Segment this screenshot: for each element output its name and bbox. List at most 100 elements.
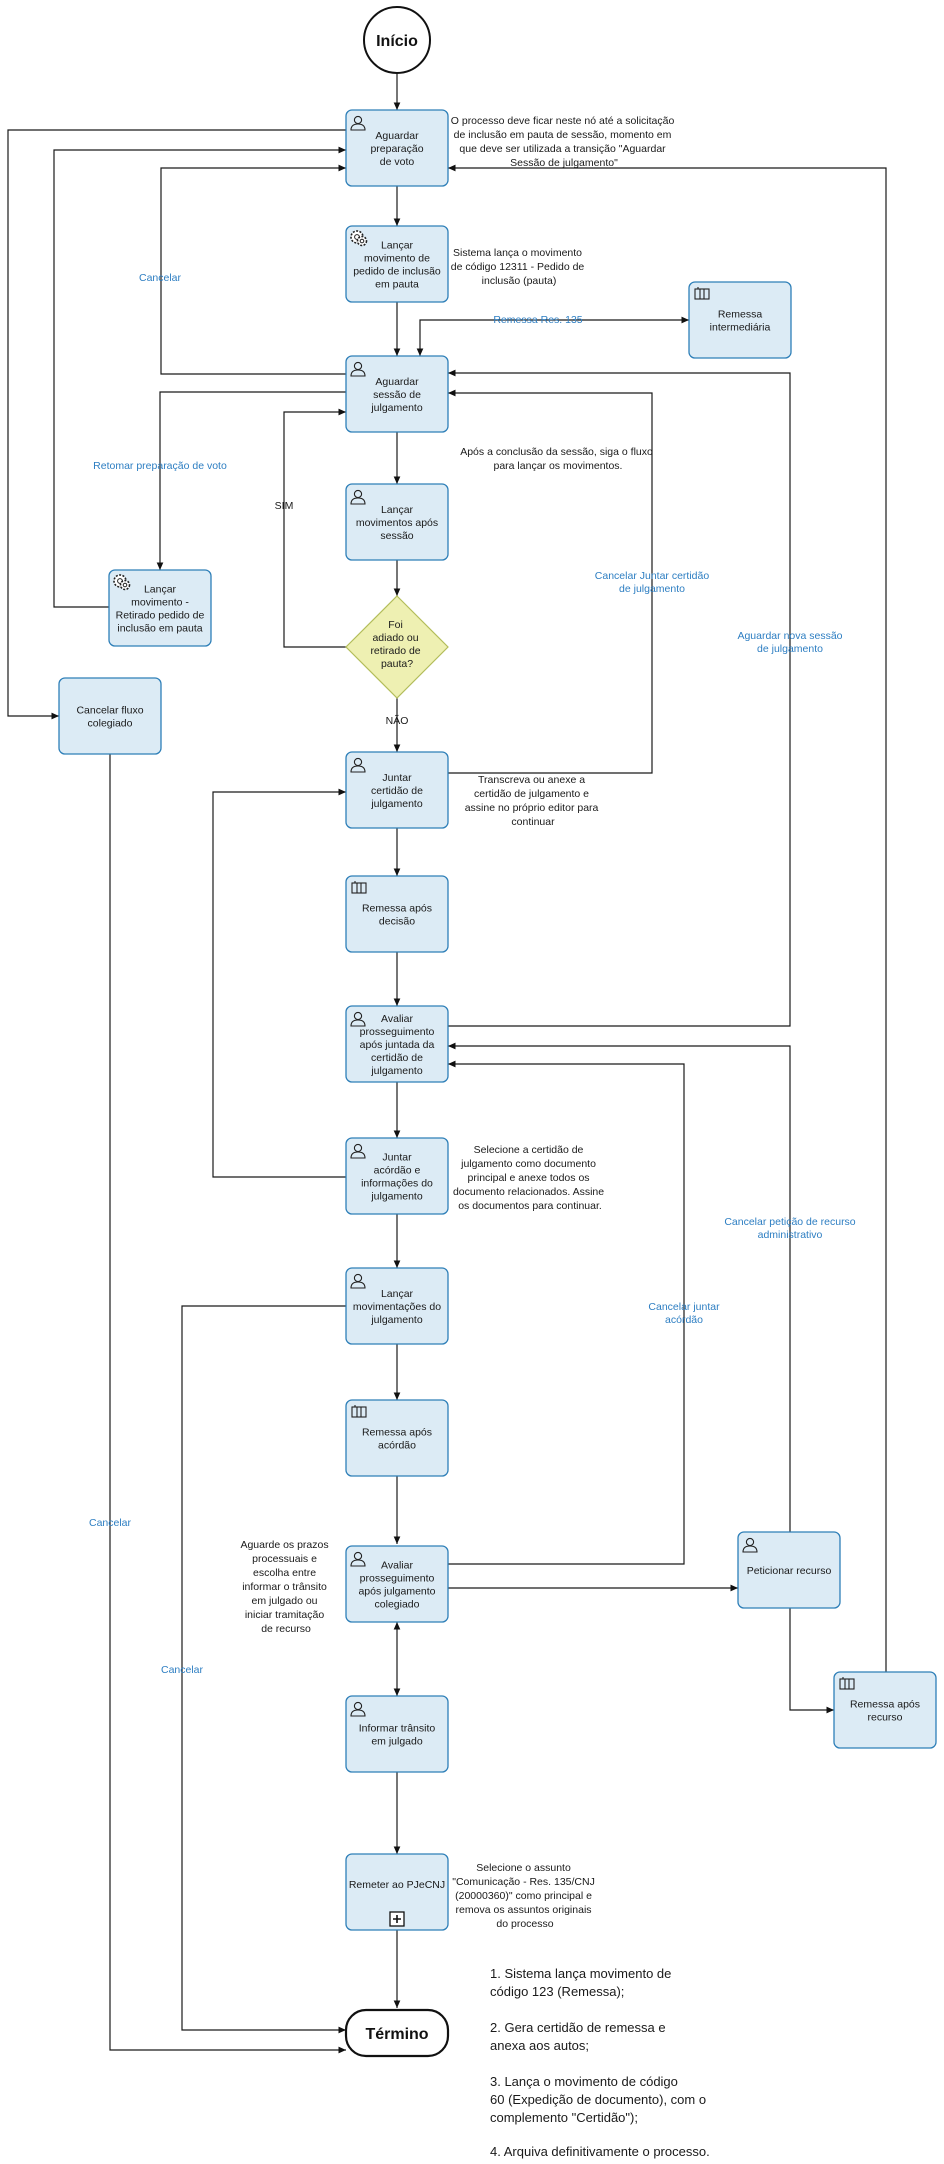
task-label-line: decisão: [379, 916, 415, 928]
task-label-line: acórdão: [378, 1440, 416, 1452]
edge-label-line: de julgamento: [757, 643, 823, 655]
edge-labels: Cancelar Remessa Res. 135 Retomar prepar…: [89, 272, 856, 1676]
note-line: Transcreva ou anexe a: [478, 774, 585, 786]
edge-sim: [283, 408, 346, 648]
task-label-line: Lançar: [144, 584, 177, 596]
annotations: O processo deve ficar neste nó até a sol…: [240, 115, 709, 2159]
edge-juntar-acordao-to-juntar-certidao: [212, 788, 346, 1178]
end-event[interactable]: Término: [344, 2008, 450, 2058]
note-line: assine no próprio editor para: [465, 802, 599, 814]
edge-label-sim: SIM: [275, 500, 294, 512]
send-task-icon: [694, 287, 710, 300]
task-label-line: após juntada da: [360, 1039, 435, 1051]
task-label-line: Juntar: [382, 772, 412, 784]
task-label-line: colegiado: [375, 1599, 420, 1611]
user-task-icon: [350, 1011, 366, 1027]
note-line: inclusão (pauta): [482, 275, 557, 287]
note-line: em julgado ou: [252, 1595, 318, 1607]
user-task-icon: [350, 1701, 366, 1717]
task-label-line: Remessa após: [362, 1427, 432, 1439]
task-label-line: Remessa: [718, 309, 763, 321]
note-aguardar-voto: O processo deve ficar neste nó até a sol…: [451, 115, 677, 169]
task-label-line: intermediária: [710, 322, 771, 334]
edge-cancelar-fluxo-termino: [109, 754, 346, 2054]
task-label-line: Retirado pedido de: [116, 610, 205, 622]
edge-label-line: acórdão: [665, 1314, 703, 1326]
gear-icon: [113, 574, 131, 591]
task-label-line: Cancelar fluxo: [76, 705, 143, 717]
task-label-line: certidão de: [371, 1052, 423, 1064]
note-line: código 123 (Remessa);: [490, 1984, 624, 1999]
note-line: anexa aos autos;: [490, 2038, 589, 2053]
task-peticionar[interactable]: Peticionar recurso: [737, 1531, 841, 1609]
task-label-line: sessão: [380, 530, 413, 542]
task-label-line: Lançar: [381, 240, 414, 252]
start-event[interactable]: Início: [363, 6, 431, 74]
task-label-line: colegiado: [88, 718, 133, 730]
subprocess-marker-icon: [389, 1911, 405, 1927]
gateway-label-line: retirado de: [370, 645, 420, 657]
note-juntar-acordao: Selecione a certidão de julgamento como …: [453, 1144, 607, 1212]
task-label-line: Remeter ao PJeCNJ: [349, 1879, 445, 1891]
task-label-line: Juntar: [382, 1152, 412, 1164]
edge-label-line: administrativo: [758, 1229, 823, 1241]
note-line: Selecione a certidão de: [474, 1144, 584, 1156]
task-label-line: acórdão e: [374, 1165, 421, 1177]
note-line: continuar: [511, 816, 555, 828]
task-label-line: julgamento: [370, 1314, 423, 1326]
note-line: principal e anexe todos os: [468, 1172, 590, 1184]
gear-icon: [350, 230, 368, 247]
start-event-label: Início: [376, 33, 418, 50]
note-line: processuais e: [252, 1553, 317, 1565]
edge-label-nao: NÃO: [386, 714, 409, 727]
note-line: "Comunicação - Res. 135/CNJ: [452, 1876, 595, 1888]
task-label-line: em julgado: [371, 1736, 423, 1748]
gateway-adiado[interactable]: Foi adiado ou retirado de pauta?: [345, 595, 449, 699]
user-task-icon: [350, 489, 366, 505]
task-label-line: preparação: [370, 143, 423, 155]
task-label-line: julgamento: [370, 402, 423, 414]
note-line: Sessão de julgamento": [510, 157, 618, 169]
edge-cancelar-juntar-acordao: [448, 1060, 685, 1565]
task-label-line: Peticionar recurso: [747, 1565, 832, 1577]
task-remeter-pje[interactable]: Remeter ao PJeCNJ: [345, 1853, 449, 1931]
user-task-icon: [350, 1551, 366, 1567]
note-line: complemento "Certidão");: [490, 2110, 638, 2125]
edge-cancelar-movimentacoes-termino: [181, 1305, 346, 2034]
edge-label-line: Aguardar nova sessão: [737, 630, 842, 642]
task-label-line: julgamento: [370, 1065, 423, 1077]
edge-label-cancelar-2: Cancelar: [89, 1517, 132, 1529]
task-label-line: Aguardar: [375, 376, 419, 388]
edge-cancelar-juntar-certidao: [448, 389, 653, 774]
task-label-line: movimento -: [131, 597, 189, 609]
note-line: de inclusão em pauta de sessão, momento …: [454, 129, 672, 141]
note-line: informar o trânsito: [242, 1581, 327, 1593]
edge-label-remessa-res: Remessa Res. 135: [493, 314, 582, 326]
